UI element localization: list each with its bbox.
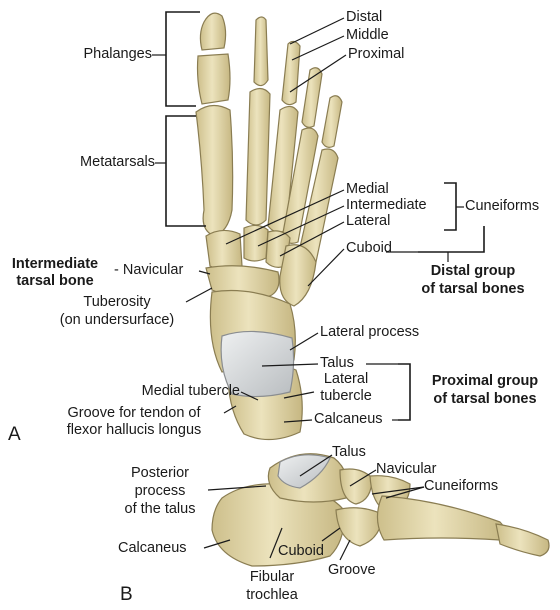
- label-groove-1: Groove for tendon of: [67, 405, 201, 421]
- leader-talus-a: [261, 363, 319, 367]
- leader-calcaneus-a: [283, 419, 313, 423]
- leader-middle: [291, 35, 345, 61]
- label-talus-a: Talus: [320, 355, 354, 371]
- metatarsals-bracket: [165, 115, 206, 227]
- label-proximal: Proximal: [348, 46, 405, 62]
- label-proximal-group-1: Proximal group: [431, 373, 539, 389]
- toe5-phalanges: [321, 95, 343, 148]
- leader-lateral-process: [289, 332, 319, 351]
- label-distal: Distal: [346, 9, 383, 25]
- panel-b-leaders: [203, 454, 425, 561]
- label-medial: Medial: [346, 181, 389, 197]
- label-calcaneus-b: Calcaneus: [118, 540, 187, 556]
- leader-lateral-tubercle: [283, 391, 315, 399]
- leader-fibular-trochlea: [269, 527, 283, 559]
- leader-medial: [225, 189, 345, 245]
- leader-intermediate: [257, 205, 345, 247]
- leader-cuneiforms-b1: [371, 486, 425, 495]
- leader-distal: [289, 17, 345, 45]
- label-calcaneus-a: Calcaneus: [314, 411, 383, 427]
- label-posterior-process-3: of the talus: [124, 501, 196, 517]
- proximal-group-bracket: [398, 363, 411, 421]
- leader-proximal: [289, 54, 347, 93]
- metatarsal-2: [245, 87, 271, 226]
- leader-navicular-b: [349, 469, 377, 487]
- label-groove-b: Groove: [328, 562, 376, 578]
- leader-calcaneus-b: [203, 539, 231, 549]
- label-fibular-trochlea-2: trochlea: [246, 587, 298, 603]
- label-distal-group-1: Distal group: [430, 263, 516, 279]
- cuneiforms-bracket: [444, 182, 457, 231]
- leader-cuboid-b: [321, 527, 341, 542]
- label-proximal-group-2: of tarsal bones: [433, 391, 537, 407]
- label-metatarsals: Metatarsals: [80, 154, 155, 170]
- label-intermediate: Intermediate: [346, 197, 427, 213]
- leader-navicular: [198, 270, 211, 275]
- label-lateral: Lateral: [346, 213, 391, 229]
- label-fibular-trochlea-1: Fibular: [249, 569, 295, 585]
- leader-groove-b: [339, 539, 351, 561]
- label-distal-group-2: of tarsal bones: [421, 281, 525, 297]
- label-lateral-process: Lateral process: [320, 324, 420, 340]
- label-lateral-tubercle-1: Lateral: [323, 371, 369, 387]
- toes-lateral: [495, 523, 550, 557]
- label-middle: Middle: [346, 27, 389, 43]
- label-intermediate-tarsal-bone-2: tarsal bone: [16, 273, 94, 289]
- toe4-phalanges: [301, 67, 323, 128]
- talus-lateral-cartilage: [277, 454, 331, 489]
- label-tuberosity-2: (on undersurface): [59, 312, 175, 328]
- leader-tuberosity: [185, 287, 213, 303]
- toe3-phalanges: [281, 40, 301, 106]
- label-navicular-a: - Navicular: [114, 262, 184, 278]
- cuboid-lateral: [335, 507, 383, 547]
- hallux-distal-phalanx: [199, 12, 227, 51]
- label-medial-tubercle: Medial tubercle: [141, 383, 240, 399]
- label-navicular-b: Navicular: [376, 461, 437, 477]
- leader-cuboid: [307, 248, 345, 287]
- metatarsal-1: [195, 104, 234, 237]
- label-lateral-tubercle-2: tubercle: [320, 388, 372, 404]
- label-cuneiforms: Cuneiforms: [465, 198, 540, 214]
- label-posterior-process-2: process: [134, 483, 186, 499]
- label-posterior-process-1: Posterior: [130, 465, 190, 481]
- medial-cuneiform: [205, 229, 243, 271]
- panel-a-foot-dorsal: [195, 12, 343, 441]
- toe2-phalanges: [253, 16, 269, 87]
- label-tuberosity-1: Tuberosity: [83, 294, 151, 310]
- metatarsals-lateral: [376, 495, 506, 541]
- label-talus-b: Talus: [332, 444, 366, 460]
- panel-letter-b: B: [120, 584, 133, 605]
- leader-cuneiforms-b2: [385, 486, 425, 499]
- leader-lateral: [279, 221, 345, 257]
- label-phalanges: Phalanges: [83, 46, 152, 62]
- label-cuneiforms-b: Cuneiforms: [424, 478, 499, 494]
- label-groove-2: flexor hallucis longus: [66, 422, 202, 438]
- cuboid: [279, 244, 317, 307]
- leader-groove: [223, 405, 237, 414]
- panel-letter-a: A: [8, 424, 21, 445]
- leader-talus-b: [299, 454, 333, 477]
- phalanges-bracket: [165, 11, 200, 107]
- distal-group-bracket: [418, 226, 485, 253]
- panel-a-leaders: [152, 17, 464, 423]
- hallux-proximal-phalanx: [196, 53, 231, 105]
- label-cuboid-b: Cuboid: [278, 543, 324, 559]
- label-cuboid: Cuboid: [346, 240, 392, 256]
- leader-posterior-process: [207, 485, 267, 491]
- talus-trochlea-cartilage: [220, 330, 295, 398]
- leader-medial-tubercle: [240, 391, 259, 401]
- label-intermediate-tarsal-bone-1: Intermediate: [11, 256, 99, 272]
